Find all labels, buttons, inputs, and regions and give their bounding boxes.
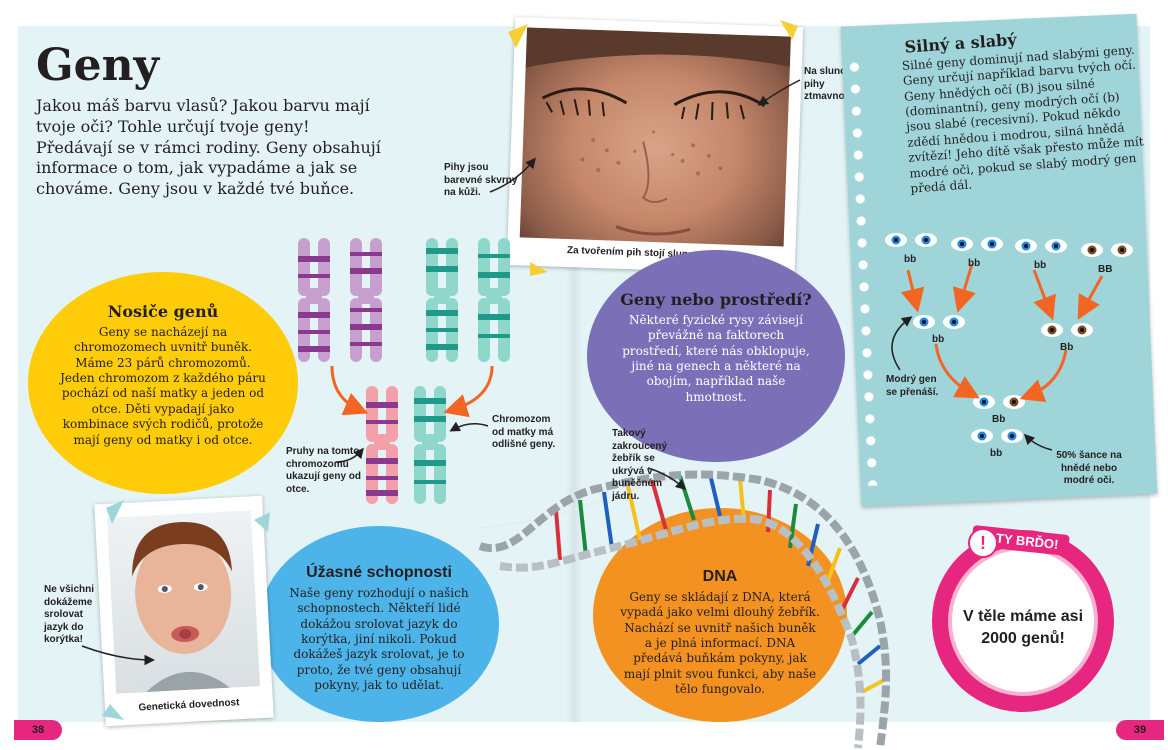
tongue-caption: Genetická dovednost	[138, 697, 240, 714]
strong-weak-text: Silné geny dominují nad slabými geny. Ge…	[901, 42, 1144, 196]
boy-image	[107, 510, 261, 694]
father-chromosome-label: Pruhy na tomto chromozomu ukazují geny o…	[286, 446, 362, 495]
tongue-label: Ne všichni dokážeme srolovat jazyk do ko…	[44, 584, 95, 645]
chance-label: 50% šance na hnědé nebo modré oči.	[1056, 450, 1122, 486]
eye-genotype-label: bb	[968, 258, 981, 269]
abilities-text: Naše geny rozhodují o našich schopnostec…	[289, 586, 469, 693]
face-image	[519, 27, 791, 247]
eye-genotype-label: Bb	[992, 414, 1006, 425]
tongue-roll-photo: Genetická dovednost	[94, 495, 274, 727]
fact-badge-inner	[948, 546, 1098, 696]
eye-genotype-label: BB	[1098, 264, 1113, 275]
carriers-text: Geny se nacházejí na chromozomech uvnitř…	[60, 325, 266, 447]
environment-text: Některé fyzické rysy závisejí převážně n…	[622, 313, 810, 404]
freckles-label: Pihy jsou barevné skvrny na kůži.	[444, 162, 518, 198]
eye-genotype-label: bb	[990, 448, 1003, 459]
eye-genotype-label: bb	[904, 254, 917, 265]
face-drawing	[525, 27, 791, 236]
eye-genotype-label: bb	[1034, 260, 1047, 271]
page-number-left: 38	[14, 720, 62, 740]
abilities-circle: Úžasné schopnosti Naše geny rozhodují o …	[259, 526, 499, 722]
eye-genotype-label: bb	[932, 334, 945, 345]
freckles-photo: Za tvořením pih stojí slunce a geny.	[506, 17, 804, 275]
page-title: Geny	[36, 40, 160, 91]
page-number-right: 39	[1116, 720, 1164, 740]
environment-title: Geny nebo prostředí?	[620, 290, 812, 309]
carriers-title: Nosiče genů	[107, 302, 219, 321]
boy-drawing	[132, 522, 232, 693]
abilities-title: Úžasné schopnosti	[306, 564, 452, 581]
carriers-circle: Nosiče genů Geny se nacházejí na chromoz…	[28, 272, 298, 494]
dna-circle: DNA Geny se skládají z DNA, která vypadá…	[593, 508, 847, 722]
intro-text: Jakou máš barvu vlasů? Jakou barvu mají …	[36, 96, 381, 199]
strong-weak-text-block: Silný a slabý Silné geny dominují nad sl…	[900, 22, 1147, 197]
dna-label: Takový zakroucený žebřík se ukrývá v bun…	[612, 428, 668, 502]
blue-gene-label: Modrý gen se přenáší.	[886, 374, 939, 398]
dna-title: DNA	[702, 568, 738, 585]
exclamation-icon: !	[968, 528, 998, 558]
fact-line2: 2000 genů!	[981, 629, 1065, 647]
sun-freckles-label: Na slunci pihy ztmavnou.	[804, 66, 854, 102]
fact-text: V těle máme asi 2000 genů!	[948, 606, 1098, 649]
fact-line1: V těle máme asi	[962, 608, 1084, 625]
mother-chromosome-label: Chromozom od matky má odlišné geny.	[492, 414, 556, 450]
eye-genotype-label: Bb	[1060, 342, 1074, 353]
environment-circle: Geny nebo prostředí? Některé fyzické rys…	[587, 250, 845, 462]
dna-text: Geny se skládají z DNA, která vypadá jak…	[620, 590, 820, 697]
